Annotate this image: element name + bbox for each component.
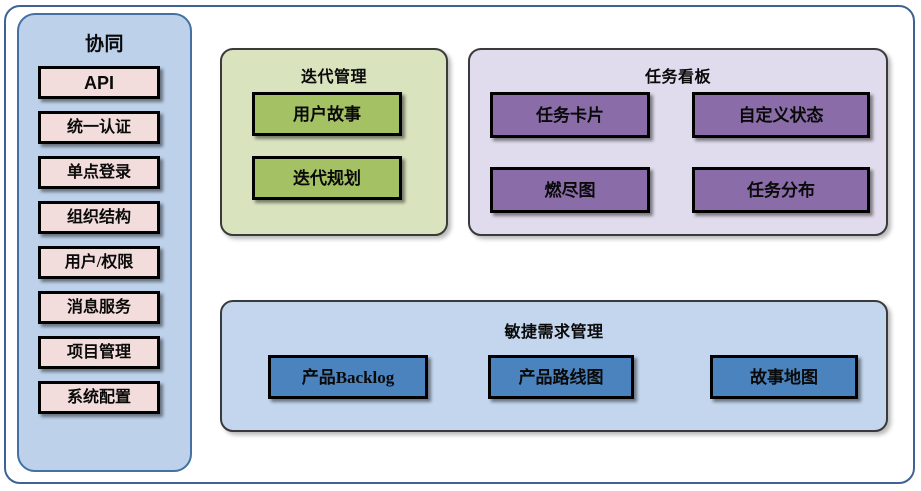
task-board-title: 任务看板	[644, 69, 711, 86]
board-item-burndown-chart[interactable]: 燃尽图	[490, 167, 650, 213]
iteration-item-user-story[interactable]: 用户故事	[252, 92, 402, 136]
agile-item-product-roadmap[interactable]: 产品路线图	[488, 355, 634, 399]
board-item-custom-status[interactable]: 自定义状态	[692, 92, 870, 138]
collab-item-sso[interactable]: 单点登录	[38, 156, 160, 189]
agile-item-story-map[interactable]: 故事地图	[710, 355, 858, 399]
collab-item-message-service[interactable]: 消息服务	[38, 291, 160, 324]
agile-item-product-backlog[interactable]: 产品Backlog	[268, 355, 428, 399]
agile-requirement-title: 敏捷需求管理	[504, 324, 604, 341]
collab-item-unified-auth[interactable]: 统一认证	[38, 111, 160, 144]
iteration-item-iteration-plan[interactable]: 迭代规划	[252, 156, 402, 200]
iteration-management-panel: 迭代管理	[220, 48, 448, 236]
collab-item-user-permission[interactable]: 用户/权限	[38, 246, 160, 279]
board-item-task-distribution[interactable]: 任务分布	[692, 167, 870, 213]
board-item-task-card[interactable]: 任务卡片	[490, 92, 650, 138]
collab-item-system-config[interactable]: 系统配置	[38, 381, 160, 414]
collab-item-api[interactable]: API	[38, 66, 160, 99]
collab-item-project-management[interactable]: 项目管理	[38, 336, 160, 369]
collab-item-org-structure[interactable]: 组织结构	[38, 201, 160, 234]
iteration-management-title: 迭代管理	[300, 69, 367, 86]
collaboration-title: 协同	[84, 34, 124, 55]
